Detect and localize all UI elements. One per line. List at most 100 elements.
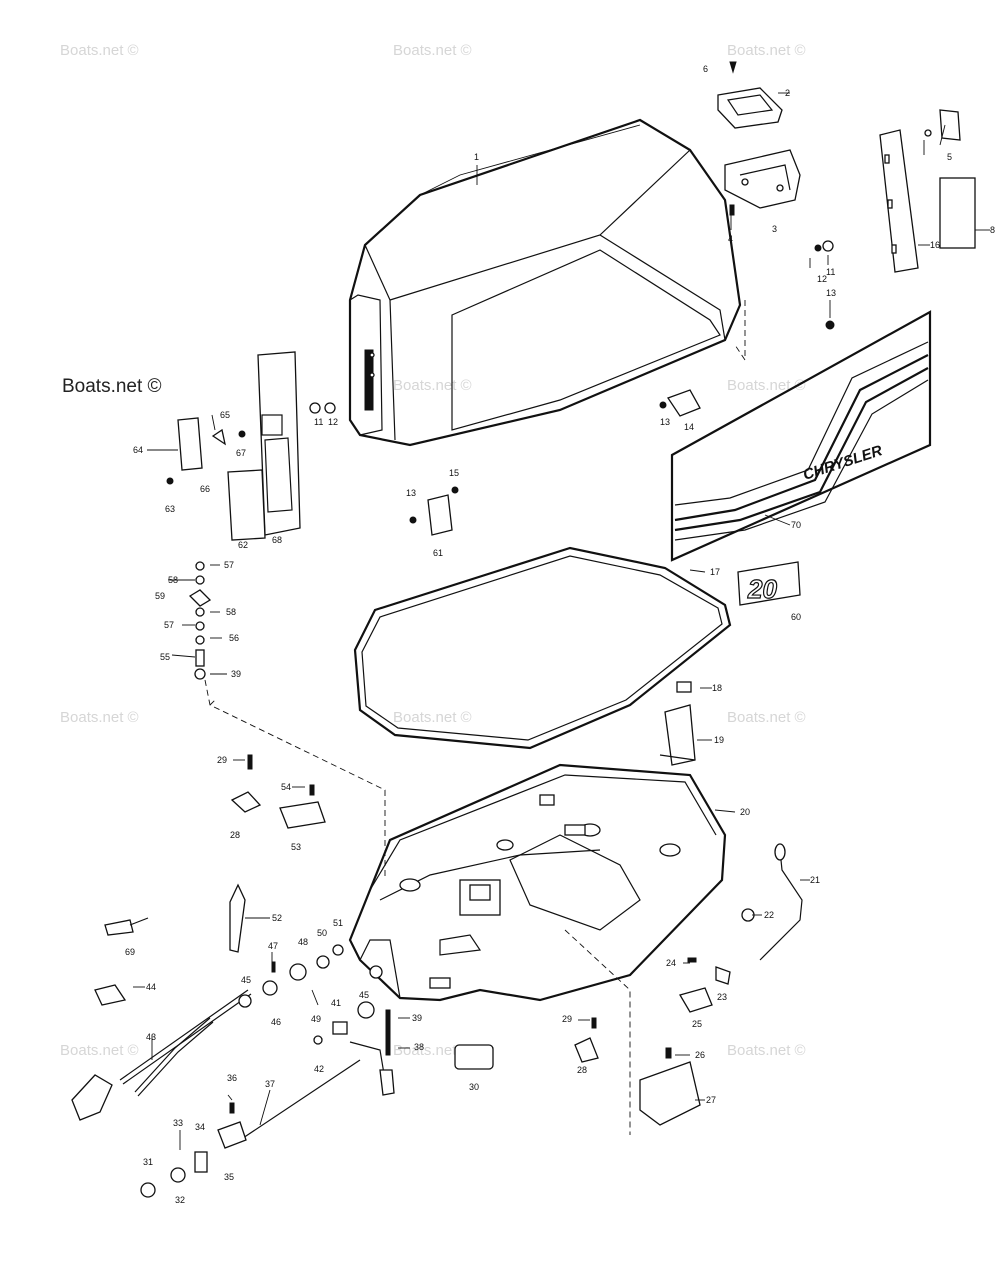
watermark: Boats.net © bbox=[393, 377, 472, 394]
part-label: 22 bbox=[764, 910, 774, 920]
part-label: 41 bbox=[331, 998, 341, 1008]
watermark: Boats.net © bbox=[62, 376, 162, 397]
part-label: 16 bbox=[930, 240, 940, 250]
part-label: 44 bbox=[146, 982, 156, 992]
watermark: Boats.net © bbox=[727, 42, 806, 59]
watermark: Boats.net © bbox=[393, 709, 472, 726]
badge-text: 20 bbox=[747, 574, 777, 604]
part-label: 3 bbox=[772, 224, 777, 234]
engine-cover bbox=[348, 118, 742, 447]
part-label: 58 bbox=[168, 575, 178, 585]
watermarks: Boats.net © Boats.net © Boats.net © Boat… bbox=[60, 42, 806, 1059]
part-label: 45 bbox=[241, 975, 251, 985]
part-label: 14 bbox=[684, 422, 694, 432]
part-label: 66 bbox=[200, 484, 210, 494]
lower-pan bbox=[348, 763, 727, 1002]
watermark: Boats.net © bbox=[727, 709, 806, 726]
part-label: 65 bbox=[220, 410, 230, 420]
part-label: 62 bbox=[238, 540, 248, 550]
part-label: 51 bbox=[333, 918, 343, 928]
right-lower-parts bbox=[639, 843, 803, 1126]
part-label: 55 bbox=[160, 652, 170, 662]
part-label: 30 bbox=[469, 1082, 479, 1092]
part-label: 24 bbox=[666, 958, 676, 968]
gasket bbox=[353, 546, 732, 750]
part-label: 39 bbox=[231, 669, 241, 679]
part-label: 58 bbox=[226, 607, 236, 617]
part-label: 2 bbox=[785, 88, 790, 98]
part-label: 64 bbox=[133, 445, 143, 455]
assembly-lines bbox=[204, 300, 746, 1135]
part-label: 12 bbox=[817, 274, 827, 284]
part-label: 1 bbox=[474, 152, 479, 162]
part-label: 28 bbox=[230, 830, 240, 840]
part-label: 47 bbox=[268, 941, 278, 951]
part-label: 67 bbox=[236, 448, 246, 458]
leader-lines bbox=[133, 124, 946, 1150]
part-label: 27 bbox=[706, 1095, 716, 1105]
part-label: 59 bbox=[155, 591, 165, 601]
latch-part bbox=[659, 389, 701, 417]
part-label: 29 bbox=[217, 755, 227, 765]
part-label: 13 bbox=[660, 417, 670, 427]
part-label: 8 bbox=[990, 225, 995, 235]
watermark: Boats.net © bbox=[393, 1042, 472, 1059]
part-label: 20 bbox=[740, 807, 750, 817]
watermark: Boats.net © bbox=[60, 42, 139, 59]
part-label: 57 bbox=[164, 620, 174, 630]
watermark: Boats.net © bbox=[60, 1042, 139, 1059]
part-label: 70 bbox=[791, 520, 801, 530]
part-number-labels: 1 2 6 3 4 5 8 16 11 12 13 11 12 13 14 15… bbox=[125, 64, 995, 1205]
part-label: 56 bbox=[229, 633, 239, 643]
part-label: 32 bbox=[175, 1195, 185, 1205]
part-label: 15 bbox=[449, 468, 459, 478]
part-label: 29 bbox=[562, 1014, 572, 1024]
part-label: 69 bbox=[125, 947, 135, 957]
part-label: 46 bbox=[271, 1017, 281, 1027]
part-label: 6 bbox=[703, 64, 708, 74]
part-label: 28 bbox=[577, 1065, 587, 1075]
pan-bracket bbox=[659, 681, 696, 766]
part-label: 19 bbox=[714, 735, 724, 745]
part-label: 31 bbox=[143, 1157, 153, 1167]
part-label: 25 bbox=[692, 1019, 702, 1029]
bracket-part bbox=[717, 61, 790, 129]
part-label: 36 bbox=[227, 1073, 237, 1083]
side-plates bbox=[814, 109, 990, 330]
hinge-part bbox=[409, 486, 459, 536]
part-label: 11 bbox=[826, 267, 835, 277]
part-label: 54 bbox=[281, 782, 291, 792]
part-label: 50 bbox=[317, 928, 327, 938]
part-label: 26 bbox=[695, 1050, 705, 1060]
part-label: 39 bbox=[412, 1013, 422, 1023]
left-middle-parts bbox=[230, 754, 599, 1070]
part-label: 11 bbox=[314, 417, 323, 427]
part-label: 13 bbox=[826, 288, 836, 298]
part-label: 42 bbox=[314, 1064, 324, 1074]
part-label: 23 bbox=[717, 992, 727, 1002]
watermark: Boats.net © bbox=[60, 709, 139, 726]
part-label: 12 bbox=[328, 417, 338, 427]
part-label: 33 bbox=[173, 1118, 183, 1128]
watermark: Boats.net © bbox=[727, 377, 806, 394]
part-label: 52 bbox=[272, 913, 282, 923]
part-label: 68 bbox=[272, 535, 282, 545]
part-label: 35 bbox=[224, 1172, 234, 1182]
part-label: 13 bbox=[406, 488, 416, 498]
part-label: 57 bbox=[224, 560, 234, 570]
part-label: 5 bbox=[947, 152, 952, 162]
part-label: 38 bbox=[414, 1042, 424, 1052]
part-label: 18 bbox=[712, 683, 722, 693]
watermark: Boats.net © bbox=[727, 1042, 806, 1059]
part-label: 37 bbox=[265, 1079, 275, 1089]
part-label: 4 bbox=[728, 234, 733, 244]
part-label: 63 bbox=[165, 504, 175, 514]
hp-badge: 20 bbox=[737, 561, 801, 606]
part-label: 17 bbox=[710, 567, 720, 577]
watermark: Boats.net © bbox=[393, 42, 472, 59]
part-label: 34 bbox=[195, 1122, 205, 1132]
part-label: 60 bbox=[791, 612, 801, 622]
part-label: 43 bbox=[146, 1032, 156, 1042]
mount-bracket-part bbox=[724, 149, 801, 216]
